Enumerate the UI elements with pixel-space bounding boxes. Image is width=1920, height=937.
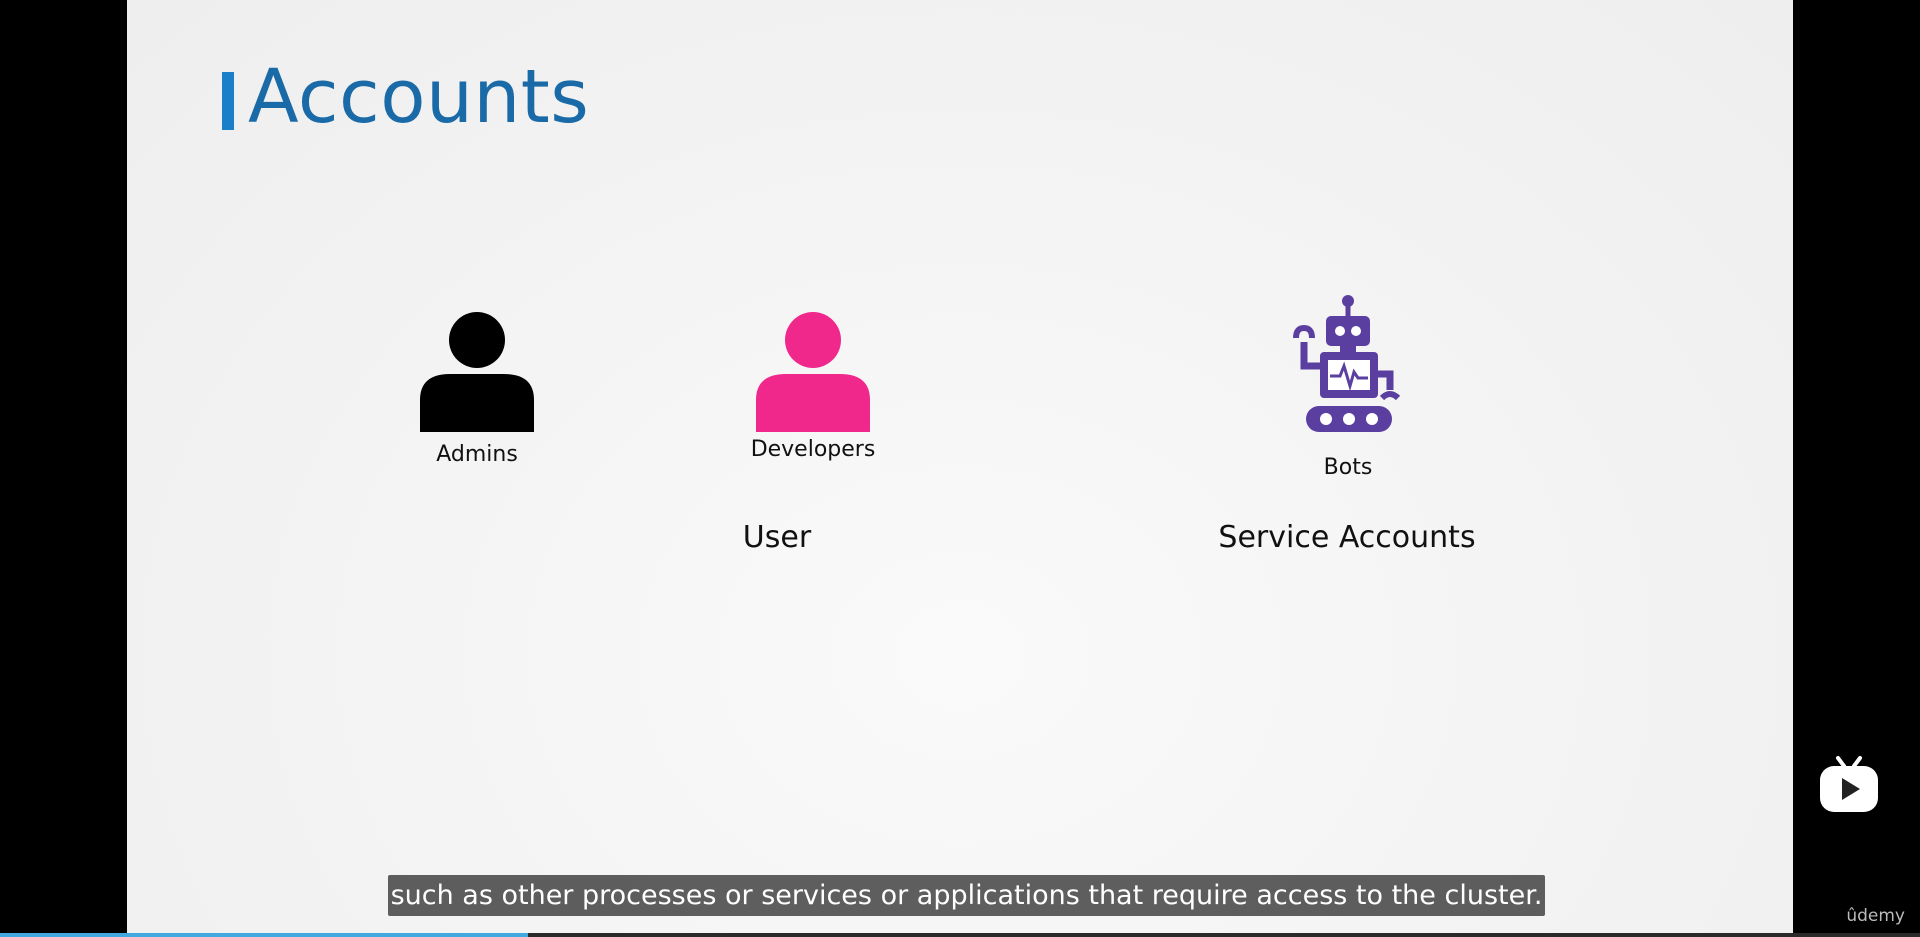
subtitle-caption: such as other processes or services or a…: [388, 875, 1545, 916]
admins-label: Admins: [436, 442, 518, 467]
bots-label: Bots: [1323, 455, 1373, 480]
play-icon[interactable]: [1818, 754, 1880, 814]
slide-title: Accounts: [248, 54, 590, 140]
developers-label: Developers: [750, 437, 876, 462]
progress-bar-fill: [0, 933, 528, 937]
slide: Accounts Admins Developers User: [127, 0, 1793, 937]
slide-title-group: Accounts: [222, 60, 589, 134]
developer-person-icon: [756, 312, 870, 432]
bot-robot-icon: [1293, 295, 1401, 432]
service-accounts-group-label: Service Accounts: [1218, 520, 1476, 555]
user-group-label: User: [742, 520, 812, 555]
subtitle-text: such as other processes or services or a…: [390, 880, 1543, 911]
title-accent-bar: [222, 72, 234, 130]
admin-person-icon: [420, 312, 534, 432]
udemy-watermark: ûdemy: [1846, 906, 1905, 926]
progress-bar[interactable]: [0, 933, 1920, 937]
